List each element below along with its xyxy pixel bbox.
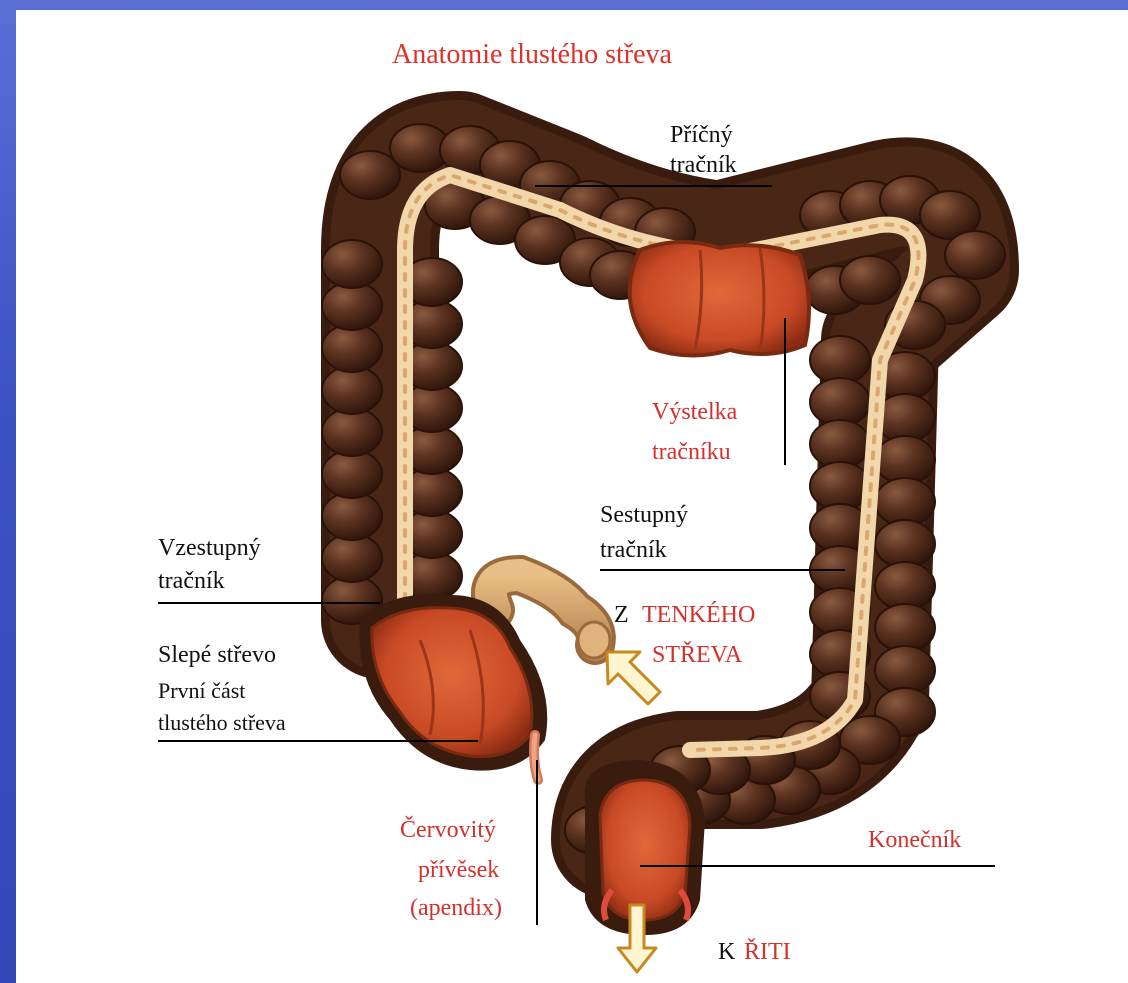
haustrum-bump — [810, 420, 870, 468]
label-appendix-line1: Červovitý — [400, 815, 496, 845]
label-rectum: Konečník — [868, 825, 961, 855]
cecum-section — [359, 594, 547, 770]
label-small-intestine-prefix: Z — [614, 600, 629, 630]
label-lining-line1: Výstelka — [652, 397, 737, 427]
label-small-intestine-line2: STŘEVA — [652, 640, 742, 670]
label-small-intestine-line1: TENKÉHO — [642, 600, 755, 630]
label-anus-prefix: K — [718, 937, 735, 967]
label-transverse-line2: tračník — [670, 150, 737, 180]
haustrum-bump — [322, 324, 382, 372]
haustrum-bump — [322, 450, 382, 498]
transverse-lining-section — [630, 242, 809, 356]
haustrum-bump — [945, 231, 1005, 279]
label-ascending-line2: tračník — [158, 566, 225, 596]
label-anus: ŘITI — [744, 937, 791, 967]
label-cecum-line3: tlustého střeva — [158, 708, 286, 738]
label-descending-line2: tračník — [600, 535, 667, 565]
label-cecum-line2: První část — [158, 676, 245, 706]
haustrum-bump — [322, 282, 382, 330]
haustrum-bump — [875, 436, 935, 484]
label-lining-line2: tračníku — [652, 437, 731, 467]
haustrum-bump — [875, 478, 935, 526]
haustrum-bump — [810, 336, 870, 384]
haustrum-bump — [810, 462, 870, 510]
haustrum-bump — [322, 492, 382, 540]
haustrum-bump — [322, 240, 382, 288]
haustrum-bump — [810, 378, 870, 426]
label-appendix-line2: přívěsek — [418, 855, 499, 885]
haustrum-bump — [875, 562, 935, 610]
label-descending-line1: Sestupný — [600, 500, 688, 530]
haustrum-bump — [875, 646, 935, 694]
label-cecum-line1: Slepé střevo — [158, 640, 276, 670]
diagram-title: Anatomie tlustého střeva — [392, 40, 672, 70]
label-transverse-line1: Příčný — [670, 120, 733, 150]
haustrum-bump — [322, 366, 382, 414]
haustrum-bump — [340, 151, 400, 199]
label-appendix-line3: (apendix) — [410, 893, 502, 923]
label-ascending-line1: Vzestupný — [158, 533, 261, 563]
haustrum-bump — [875, 520, 935, 568]
haustrum-bump — [322, 408, 382, 456]
haustrum-bump — [322, 534, 382, 582]
haustrum-bump — [840, 256, 900, 304]
haustrum-bump — [875, 604, 935, 652]
